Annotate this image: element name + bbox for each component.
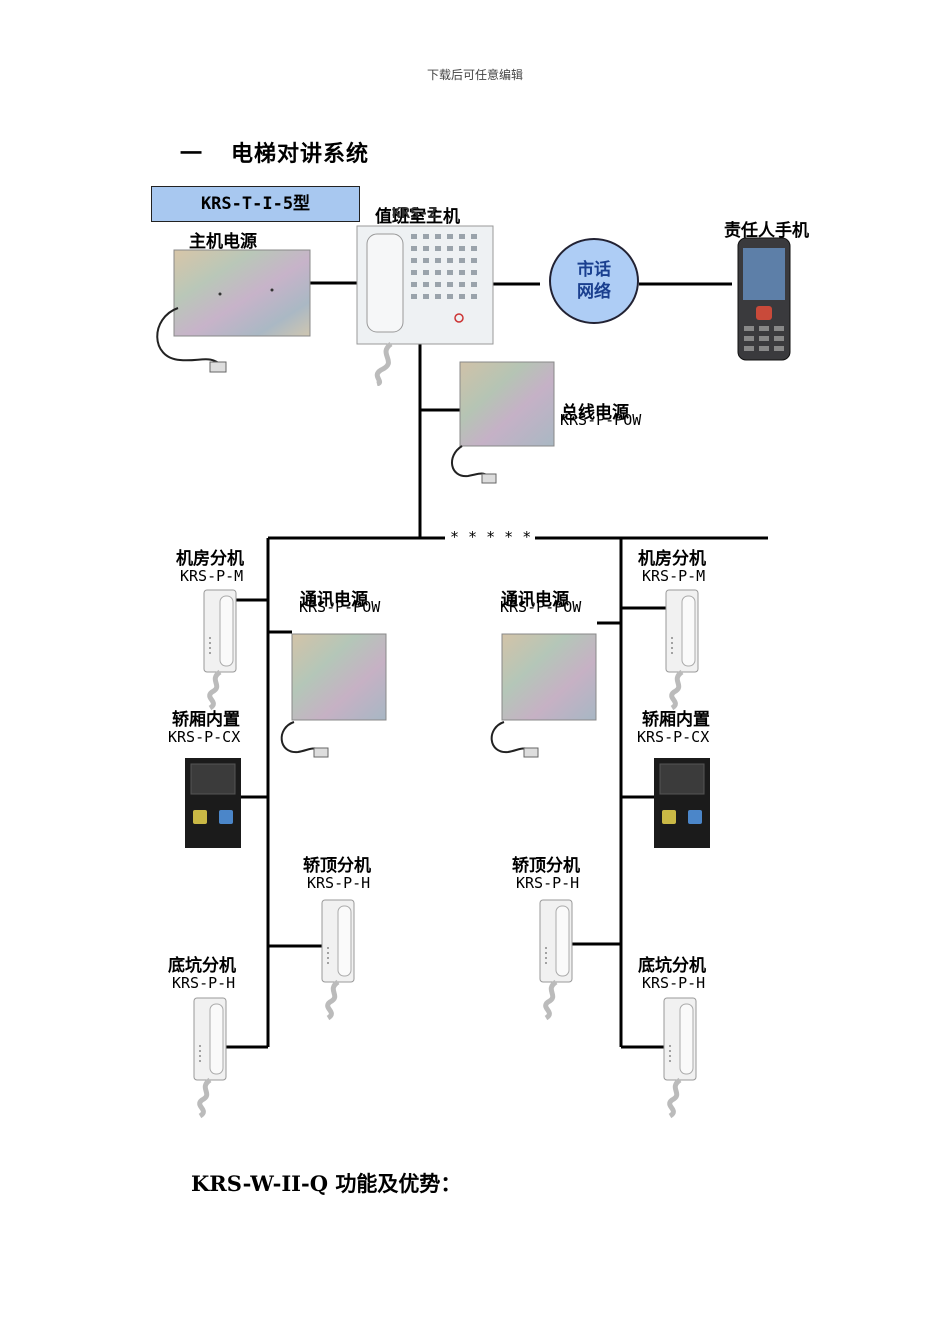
right-machine-room-code: KRS-P-M [642,567,706,585]
section-title-text: 电梯对讲系统 [231,142,370,167]
left-machine-room-label: 机房分机 [176,549,244,569]
right-comm-power-code: KRS-P-POW [500,598,582,616]
right-car-top-handset-image [539,899,573,1021]
host-code: KRS-Z [392,204,438,222]
right-car-intercom-panel-image [654,758,710,848]
left-car-internal-code: KRS-P-CX [168,728,241,746]
section-number: 一 [180,142,204,167]
right-pit-handset-image [663,997,697,1119]
left-pit-label: 底坑分机 [168,956,236,976]
left-pit-code: KRS-P-H [172,974,236,992]
left-comm-power-supply-image [280,633,387,758]
right-car-internal-code: KRS-P-CX [637,728,710,746]
features-heading: KRS-W-II-Q 功能及优势： [191,1171,462,1196]
phone-label: 责任人手机 [724,221,809,241]
network-label-line1: 市话 [577,260,611,280]
right-comm-power-label: 通讯电源 [501,590,569,610]
left-comm-power-code: KRS-P-POW [299,598,381,616]
left-pit-handset-image [193,997,227,1119]
section-title: 一 电梯对讲系统 [180,136,369,168]
header-note: 下载后可任意编辑 [426,68,523,82]
right-pit-label: 底坑分机 [638,956,706,976]
right-machine-room-handset-image [665,589,699,711]
right-pit-code: KRS-P-H [642,974,706,992]
left-comm-power-label: 通讯电源 [300,590,368,610]
bus-power-label: 总线电源 [561,403,629,423]
right-comm-power-supply-image [490,633,597,758]
network-label-line2: 网络 [577,282,611,302]
right-car-top-label: 轿顶分机 [512,856,580,876]
left-car-intercom-panel-image [185,758,241,848]
right-car-top-code: KRS-P-H [516,874,580,892]
left-car-internal-label: 轿厢内置 [172,710,240,730]
left-car-top-label: 轿顶分机 [303,856,371,876]
host-label: 值班室主机 [375,207,460,227]
bus-continuation-dots: * * * * * [450,528,532,546]
model-box: KRS-T-I-5型 [151,186,360,222]
bus-power-code: KRS-P-POW [560,411,642,429]
public-telephone-network: 市话 网络 [549,238,639,324]
right-machine-room-label: 机房分机 [638,549,706,569]
mobile-phone-icon [737,237,791,361]
bus-power-supply-image [451,361,555,484]
host-power-supply-image [156,249,311,373]
host-power-label: 主机电源 [189,232,257,252]
left-machine-room-handset-image [203,589,237,711]
left-machine-room-code: KRS-P-M [180,567,244,585]
host-console-image [356,225,494,386]
right-car-internal-label: 轿厢内置 [642,710,710,730]
left-car-top-code: KRS-P-H [307,874,371,892]
left-car-top-handset-image [321,899,355,1021]
